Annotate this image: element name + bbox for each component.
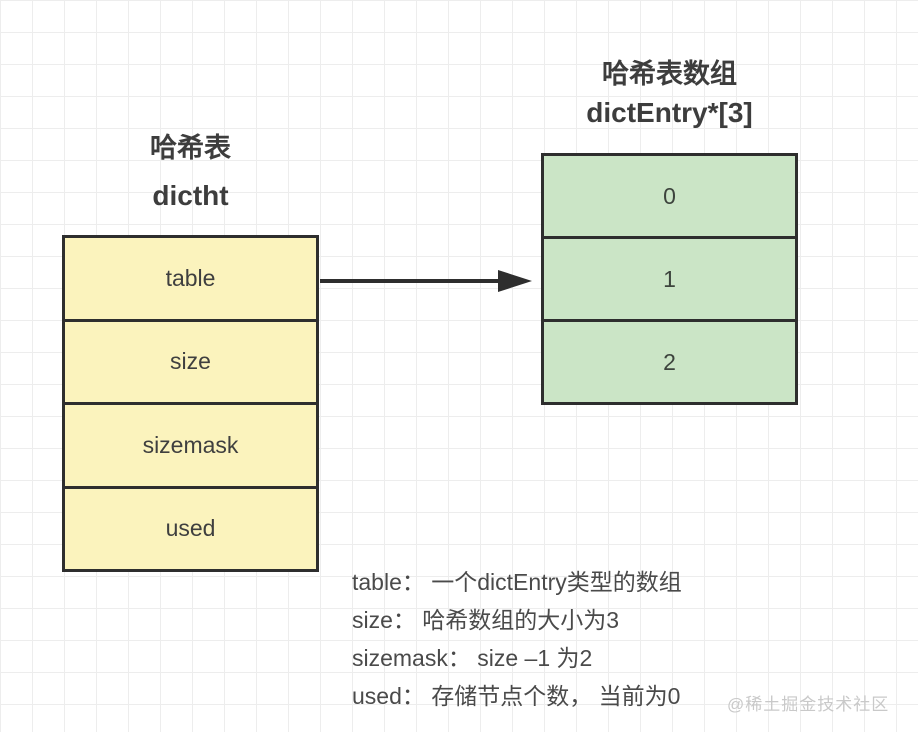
note-used: used： 存储节点个数， 当前为0 (352, 683, 681, 709)
dictht-field-sizemask: sizemask (65, 405, 316, 489)
dictht-struct-box: table size sizemask used (62, 235, 319, 572)
note-table: table： 一个dictEntry类型的数组 (352, 569, 682, 595)
array-title-cn: 哈希表数组 (602, 59, 737, 89)
note-sizemask: sizemask： size –1 为2 (352, 645, 593, 671)
dictht-field-size: size (65, 322, 316, 405)
array-slot-1: 1 (544, 239, 795, 322)
dictht-title-cn: 哈希表 (150, 133, 231, 163)
dictht-field-used: used (165, 515, 216, 542)
note-size: size： 哈希数组的大小为3 (352, 607, 620, 633)
array-title-en: dictEntry*[3] (586, 97, 753, 128)
dictentry-array-box: 0 1 2 (541, 153, 798, 405)
table-to-array-arrow-icon (320, 270, 532, 292)
dictht-field-table: table (65, 238, 316, 322)
watermark: @稀土掘金技术社区 (727, 695, 890, 714)
field-notes: table： 一个dictEntry类型的数组 size： 哈希数组的大小为3 … (352, 563, 682, 715)
array-slot-0: 0 (544, 156, 795, 239)
dictht-title-en: dictht (152, 180, 229, 211)
array-slot-2: 2 (663, 348, 676, 375)
